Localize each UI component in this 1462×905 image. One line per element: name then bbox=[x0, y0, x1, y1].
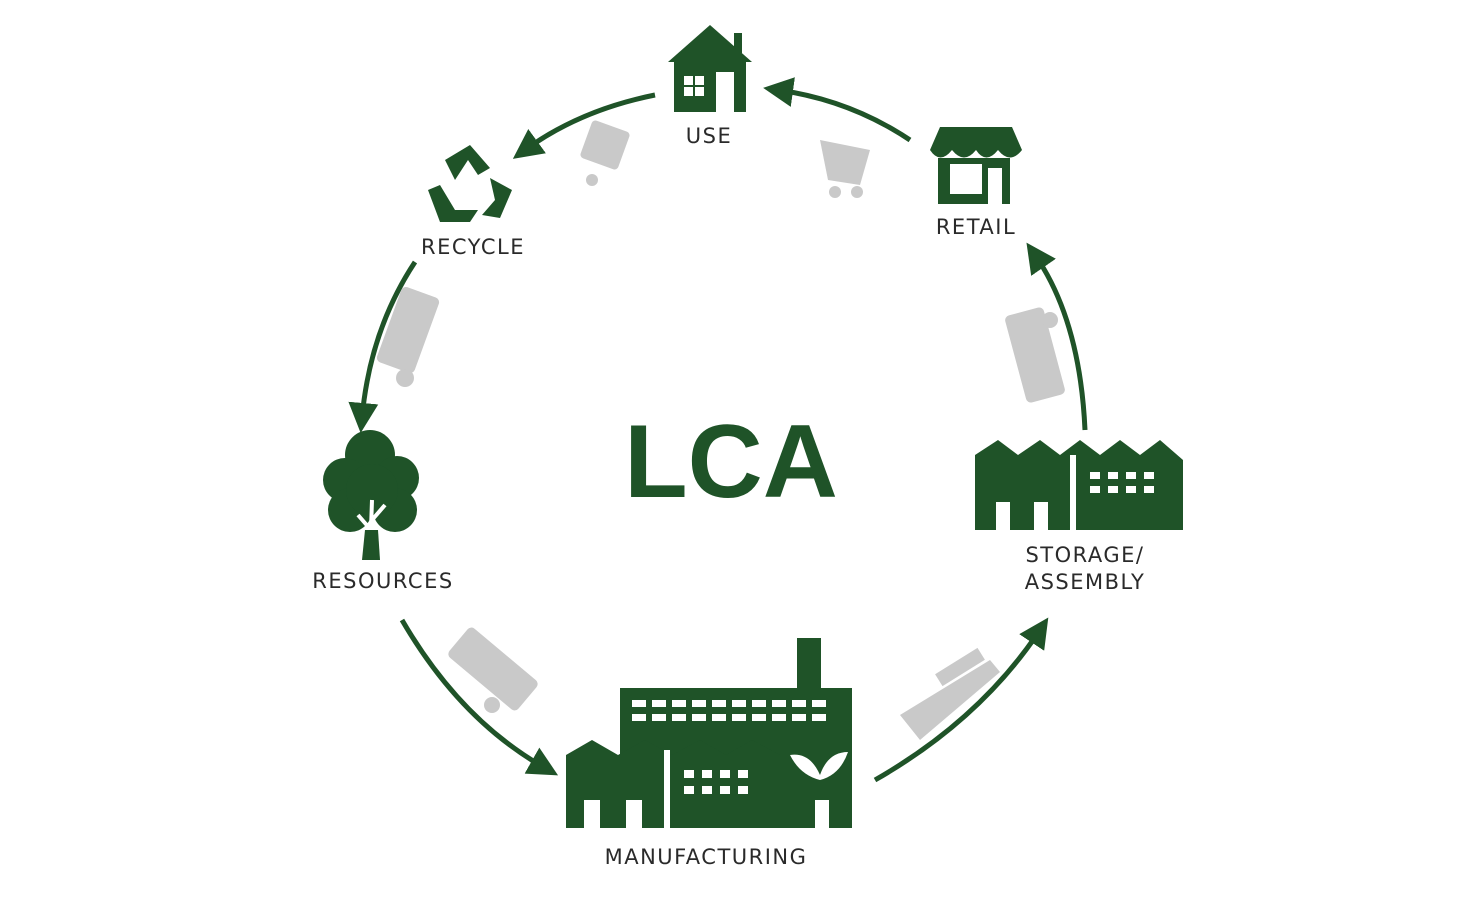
warehouse-icon bbox=[975, 440, 1183, 530]
arrow-manufacturing-to-storage bbox=[873, 617, 1049, 783]
shopping-cart-icon bbox=[820, 140, 870, 198]
label-manufacturing: MANUFACTURING bbox=[605, 845, 808, 869]
label-resources: RESOURCES bbox=[312, 569, 453, 593]
factory-icon bbox=[566, 638, 852, 828]
recycle-icon bbox=[428, 145, 512, 222]
store-icon bbox=[930, 127, 1022, 204]
truck-icon bbox=[448, 627, 538, 713]
forklift-icon bbox=[580, 120, 630, 186]
arrow-retail-to-use bbox=[763, 77, 912, 143]
cargo-ship-icon bbox=[900, 647, 1000, 740]
center-title: LCA bbox=[624, 404, 838, 520]
arrow-resources-to-manufacturing bbox=[399, 618, 559, 776]
house-icon bbox=[668, 25, 752, 112]
label-recycle: RECYCLE bbox=[421, 235, 525, 259]
label-assembly: ASSEMBLY bbox=[1025, 570, 1146, 594]
arrow-recycle-to-resources bbox=[348, 260, 418, 433]
arrow-storage-to-retail bbox=[1026, 242, 1088, 431]
label-storage: STORAGE/ bbox=[1025, 543, 1144, 567]
truck-icon bbox=[376, 286, 440, 387]
label-use: USE bbox=[686, 124, 732, 148]
tree-icon bbox=[323, 430, 419, 560]
truck-icon bbox=[1005, 307, 1065, 403]
arrow-use-to-recycle bbox=[512, 92, 656, 159]
label-retail: RETAIL bbox=[936, 215, 1016, 239]
